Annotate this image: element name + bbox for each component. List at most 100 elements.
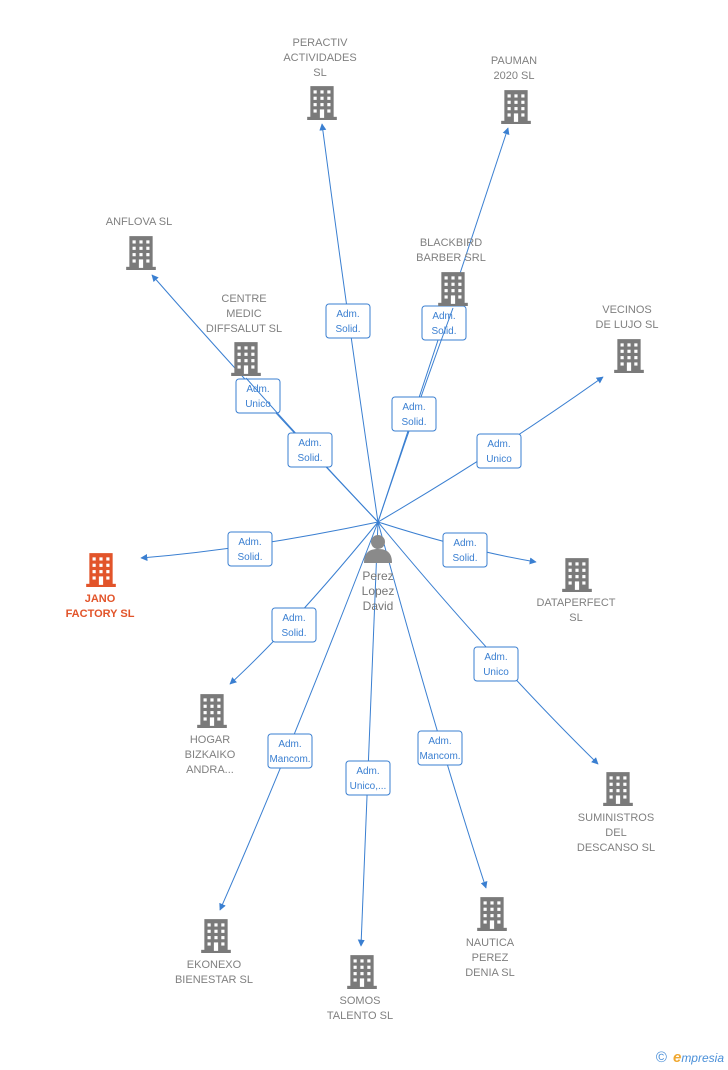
edge-label-text: Adm. — [246, 384, 269, 395]
empresia-logo[interactable]: empresia — [672, 1049, 724, 1066]
edge-label-box — [345, 760, 391, 796]
edge-label-text: Solid. — [401, 417, 426, 428]
edge-label-box — [235, 378, 281, 414]
edge-label-text: Solid. — [335, 324, 360, 335]
edge-label-box — [417, 730, 463, 766]
edge-label-box — [476, 433, 522, 469]
company-name-label: JANO — [85, 593, 116, 605]
edge-vecinos[interactable]: Adm. Unico — [377, 376, 604, 523]
edge-line — [377, 521, 599, 765]
edge-ekonexo[interactable]: Adm. Mancom. — [219, 521, 379, 911]
company-name-label: SUMINISTROS — [578, 812, 654, 824]
edge-label-text: Adm. — [278, 739, 301, 750]
edge-jano[interactable]: Adm. Solid. — [140, 521, 379, 567]
edge-blackbird[interactable]: Adm. Solid. — [377, 307, 454, 523]
company-name-label: VECINOS — [602, 304, 652, 316]
company-name-label: DE LUJO SL — [596, 319, 659, 331]
company-name-label: SL — [313, 67, 326, 79]
edge-hogar[interactable]: Adm. Solid. — [229, 521, 379, 685]
company-node-suministros[interactable]: SUMINISTROS DEL DESCANSO SL — [577, 772, 655, 854]
company-node-ekonexo[interactable]: EKONEXO BIENESTAR SL — [175, 919, 253, 986]
edge-label-box — [421, 305, 467, 341]
company-name-label: TALENTO SL — [327, 1010, 393, 1022]
edge-label-text: Adm. — [336, 309, 359, 320]
edge-label-text: Unico — [245, 399, 271, 410]
company-name-label: MEDIC — [226, 308, 262, 320]
edge-label-text: Solid. — [281, 628, 306, 639]
building-icon — [347, 955, 377, 989]
building-icon — [477, 897, 507, 931]
edge-line — [377, 521, 488, 889]
edge-label-box — [391, 396, 437, 432]
edge-label-text: Solid. — [297, 453, 322, 464]
edge-label-box — [442, 532, 488, 568]
company-name-label: SOMOS — [340, 995, 381, 1007]
edge-line — [219, 521, 379, 911]
building-icon — [86, 553, 116, 587]
edge-label-text: Adm. — [282, 613, 305, 624]
edge-line — [357, 521, 379, 947]
company-name-label: SL — [569, 612, 582, 624]
company-node-dataperfect[interactable]: DATAPERFECT SL — [536, 558, 616, 624]
company-node-pauman[interactable]: PAUMAN 2020 SL — [491, 55, 537, 124]
company-name-label: BIENESTAR SL — [175, 974, 253, 986]
company-node-hogar[interactable]: HOGARBIZKAIKOANDRA... — [185, 694, 236, 776]
edge-suministros[interactable]: Adm.Unico — [377, 521, 599, 765]
company-name-label: ACTIVIDADES — [283, 52, 356, 64]
edge-peractiv[interactable]: Adm. Solid. — [319, 123, 379, 523]
footer-brand: © empresia — [656, 1049, 724, 1066]
company-node-vecinos[interactable]: VECINOS DE LUJO SL — [596, 304, 659, 373]
person-name-line: Perez — [362, 569, 393, 583]
edge-label-box — [473, 646, 519, 682]
edge-label-box — [267, 733, 313, 769]
company-name-label: DEL — [605, 827, 626, 839]
edge-anflova[interactable]: Adm. Unico — [151, 274, 379, 523]
edge-label-text: Unico — [486, 454, 512, 465]
building-icon — [197, 694, 227, 728]
edge-label-text: Adm. — [238, 537, 261, 548]
company-name-label: HOGAR — [190, 734, 230, 746]
company-name-label: DENIA SL — [465, 967, 515, 979]
company-name-label: BIZKAIKO — [185, 749, 236, 761]
edge-label-text: Adm. — [402, 402, 425, 413]
edge-label-box — [271, 607, 317, 643]
company-name-label: 2020 SL — [494, 70, 535, 82]
company-node-peractiv[interactable]: PERACTIV ACTIVIDADES SL — [283, 37, 357, 120]
edge-centre[interactable]: Adm. Solid. — [245, 377, 379, 523]
company-name-label: PEREZ — [472, 952, 509, 964]
edge-label-text: Mancom. — [269, 754, 310, 765]
company-name-label: EKONEXO — [187, 959, 242, 971]
edge-label-text: Unico — [483, 667, 509, 678]
edge-label-box — [325, 303, 371, 339]
edge-label-text: Solid. — [452, 553, 477, 564]
edge-label-text: Adm. — [298, 438, 321, 449]
company-name-label: DESCANSO SL — [577, 842, 655, 854]
edge-label-text: Adm. — [356, 766, 379, 777]
edge-dataperfect[interactable]: Adm.Solid. — [377, 521, 537, 568]
building-icon — [231, 342, 261, 376]
building-icon — [501, 90, 531, 124]
company-node-anflova[interactable]: ANFLOVA SL — [106, 216, 172, 270]
edge-label-text: Unico,... — [350, 781, 387, 792]
company-name-label: PAUMAN — [491, 55, 537, 67]
company-node-somos[interactable]: SOMOS TALENTO SL — [327, 955, 393, 1022]
edge-label-text: Mancom. — [419, 751, 460, 762]
company-name-label: PERACTIV — [292, 37, 348, 49]
company-name-label: BLACKBIRD — [420, 237, 482, 249]
building-icon — [603, 772, 633, 806]
edge-somos[interactable]: Adm. Unico,... — [345, 521, 391, 947]
edge-label-box — [287, 432, 333, 468]
company-name-label: DATAPERFECT — [536, 597, 615, 609]
edge-label-text: Solid. — [237, 552, 262, 563]
nodes-layer: PERACTIV ACTIVIDADES SL PAUMAN 2020 SL ANFLOV… — [66, 37, 659, 1022]
copyright-symbol: © — [655, 1049, 667, 1066]
edge-nautica[interactable]: Adm.Mancom. — [377, 521, 488, 889]
